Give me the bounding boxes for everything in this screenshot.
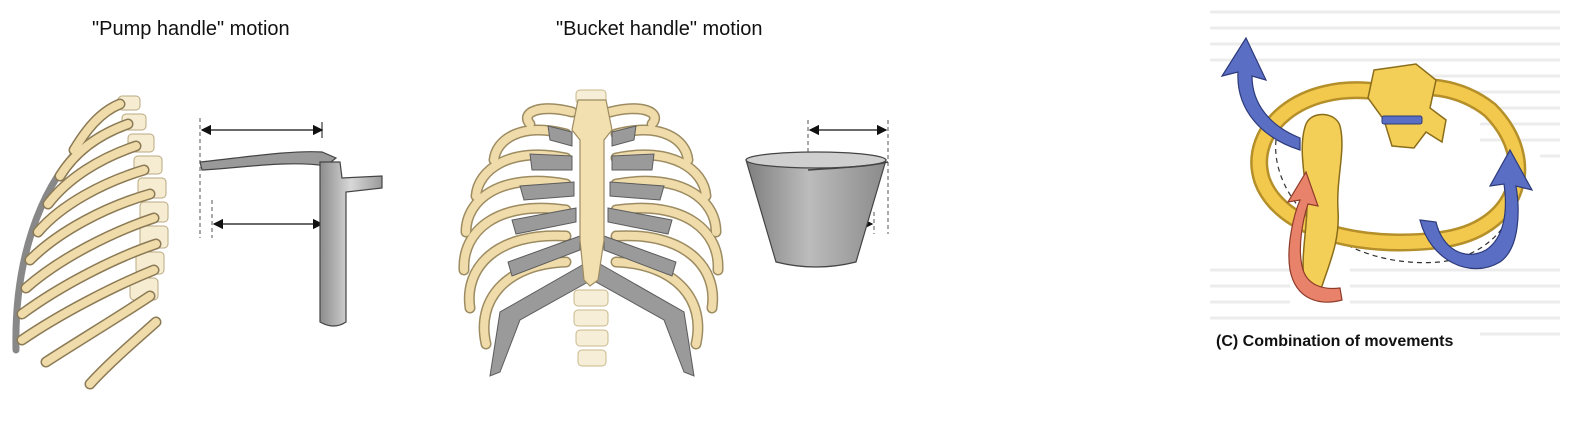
- rib-cage-lateral-icon: [12, 95, 169, 390]
- bucket-handle-title: "Bucket handle" motion: [556, 18, 763, 40]
- pump-handle-title: "Pump handle" motion: [92, 18, 290, 40]
- pump-icon: [199, 118, 383, 327]
- rib-combination-icon: [1210, 10, 1560, 336]
- rib-cage-frontal-icon: [458, 89, 724, 377]
- combination-caption: (C) Combination of movements: [1216, 333, 1454, 350]
- bucket-icon: [745, 120, 889, 268]
